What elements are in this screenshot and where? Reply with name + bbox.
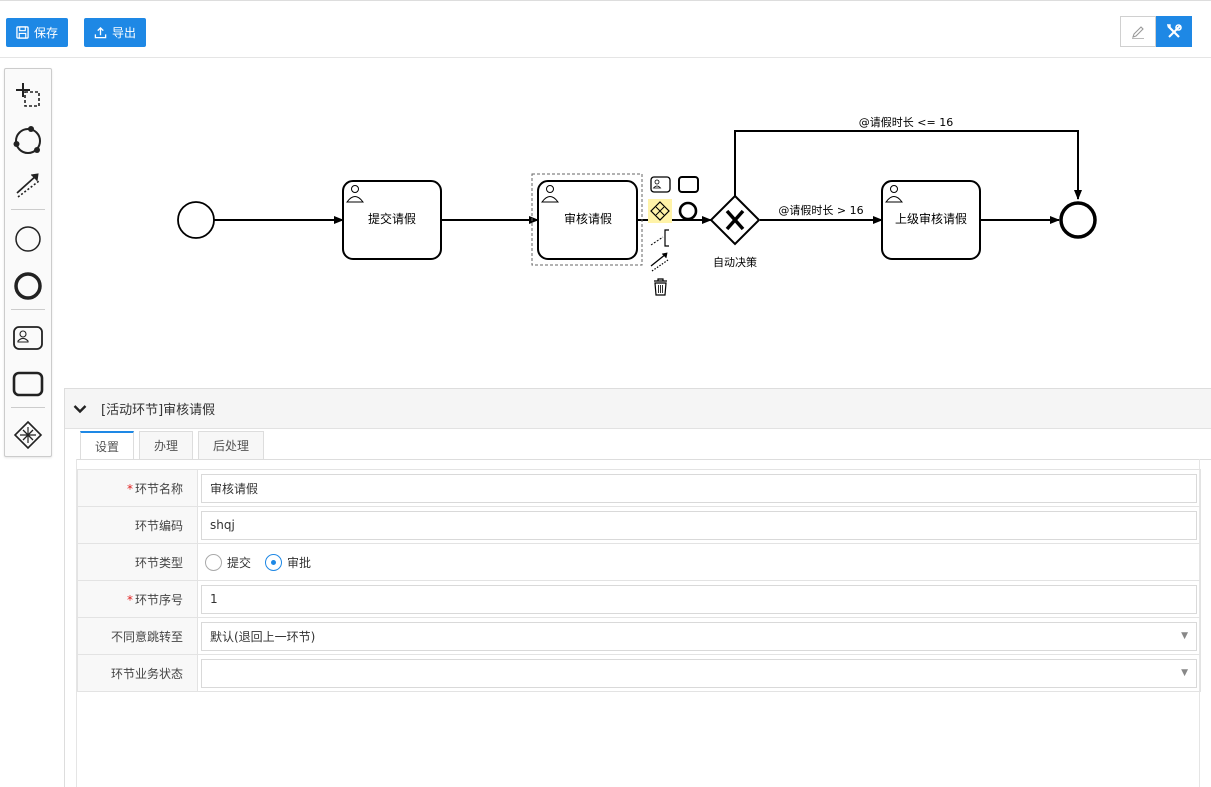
palette-separator: [11, 309, 45, 310]
type-radio-approve[interactable]: 审批: [265, 553, 312, 571]
pencil-icon: [1132, 25, 1144, 39]
type-radio-submit[interactable]: 提交: [205, 553, 252, 571]
seq-input[interactable]: 1: [201, 584, 1197, 614]
palette-separator: [11, 209, 45, 210]
task-label: 上级审核请假: [895, 211, 967, 226]
form-row-type: 环节类型 提交 审批: [77, 543, 1201, 581]
reject-select-value: 默认(退回上一环节): [210, 629, 316, 644]
task-label: 审核请假: [564, 211, 612, 226]
panel-title: [活动环节]审核请假: [101, 403, 216, 418]
task-review-leave[interactable]: 审核请假: [537, 180, 638, 260]
task-label: 提交请假: [368, 211, 416, 226]
radio-circle[interactable]: [205, 553, 222, 571]
form-row-status: 环节业务状态 ▼: [77, 654, 1201, 692]
exclusive-gateway[interactable]: [709, 194, 761, 246]
form-row-reject: 不同意跳转至 默认(退回上一环节) ▼: [77, 617, 1201, 655]
lasso-tool-icon[interactable]: [5, 73, 51, 117]
append-end-event-icon[interactable]: [678, 201, 698, 221]
reject-label: 不同意跳转至: [110, 629, 183, 644]
save-button-label: 保存: [34, 26, 59, 40]
form-row-seq: *环节序号 1: [77, 580, 1201, 618]
tool-palette: [4, 68, 52, 457]
tab-settings[interactable]: 设置: [80, 431, 135, 460]
diagram-canvas[interactable]: @请假时长 <= 16 @请假时长 > 16 提交请假 审核请假: [60, 60, 1210, 388]
flow-label-le16: @请假时长 <= 16: [859, 115, 953, 129]
tools-icon: [1167, 23, 1182, 38]
flow-label-gt16: @请假时长 > 16: [778, 203, 863, 217]
code-input[interactable]: shqj: [201, 510, 1197, 540]
type-radio-group: 提交 审批: [201, 553, 1197, 571]
start-event[interactable]: [177, 201, 215, 239]
panel-tabs: 设置 办理 后处理: [80, 431, 269, 460]
top-toolbar: 保存 导出: [0, 0, 1211, 58]
task-submit-leave[interactable]: 提交请假: [342, 180, 442, 260]
tab-handling[interactable]: 办理: [139, 431, 194, 459]
upload-icon: [94, 26, 107, 39]
name-label: 环节名称: [134, 481, 183, 496]
user-icon: [346, 185, 364, 203]
palette-separator: [11, 407, 45, 408]
radio-circle-selected[interactable]: [265, 553, 283, 571]
selection-outline: [531, 173, 643, 266]
required-mark: *: [126, 481, 133, 496]
code-label: 环节编码: [134, 518, 183, 533]
required-mark: *: [126, 592, 133, 607]
export-button-label: 导出: [112, 26, 137, 40]
connect-tool-icon[interactable]: [5, 162, 51, 206]
bpmn-diagram: @请假时长 <= 16 @请假时长 > 16 提交请假 审核请假: [177, 115, 1097, 296]
status-select[interactable]: ▼: [201, 658, 1197, 688]
start-event-icon[interactable]: [5, 217, 51, 261]
task-superior-review[interactable]: 上级审核请假: [881, 180, 981, 260]
panel-header[interactable]: [活动环节]审核请假: [65, 389, 1211, 429]
radio-label: 审批: [287, 555, 312, 570]
gateway-icon[interactable]: [5, 413, 51, 457]
tab-divider: [76, 459, 1211, 460]
form-row-name: *环节名称 审核请假: [77, 469, 1201, 507]
append-task-icon[interactable]: [678, 176, 699, 193]
caret-down-icon: ▼: [1181, 668, 1188, 678]
gateway-label: 自动决策: [713, 255, 757, 269]
export-button[interactable]: 导出: [84, 18, 147, 47]
user-task-icon[interactable]: [5, 316, 51, 360]
text-annotation-icon[interactable]: [650, 229, 669, 247]
reject-select[interactable]: 默认(退回上一环节) ▼: [201, 621, 1197, 651]
sequence-flow-le16[interactable]: [734, 130, 1082, 200]
save-icon: [16, 26, 29, 39]
tab-post-process[interactable]: 后处理: [198, 431, 265, 459]
settings-form: *环节名称 审核请假 环节编码 shqj 环节类型 提交: [76, 459, 1201, 787]
radio-label: 提交: [227, 555, 252, 570]
chevron-down-icon[interactable]: [73, 404, 87, 414]
form-row-code: 环节编码 shqj: [77, 506, 1201, 544]
end-event-icon[interactable]: [5, 264, 51, 308]
properties-panel: [活动环节]审核请假 设置 办理 后处理 *环节名称 审核请假 环节编码 shq…: [64, 388, 1211, 787]
user-icon: [541, 185, 559, 203]
space-tool-icon[interactable]: [5, 118, 51, 162]
name-input[interactable]: 审核请假: [201, 473, 1197, 503]
type-label: 环节类型: [134, 555, 183, 570]
end-event[interactable]: [1059, 201, 1097, 239]
append-user-task-icon[interactable]: [650, 176, 671, 193]
seq-label: 环节序号: [134, 592, 183, 607]
save-button[interactable]: 保存: [6, 18, 69, 47]
edit-mode-button[interactable]: [1120, 16, 1156, 47]
context-pad: [648, 176, 699, 296]
connect-icon[interactable]: [650, 252, 669, 272]
task-icon[interactable]: [5, 362, 51, 406]
tools-mode-button[interactable]: [1156, 16, 1192, 47]
caret-down-icon: ▼: [1181, 631, 1188, 641]
append-gateway-icon[interactable]: [648, 199, 672, 223]
status-label: 环节业务状态: [110, 666, 183, 681]
user-icon: [885, 185, 903, 203]
delete-icon[interactable]: [654, 278, 667, 296]
